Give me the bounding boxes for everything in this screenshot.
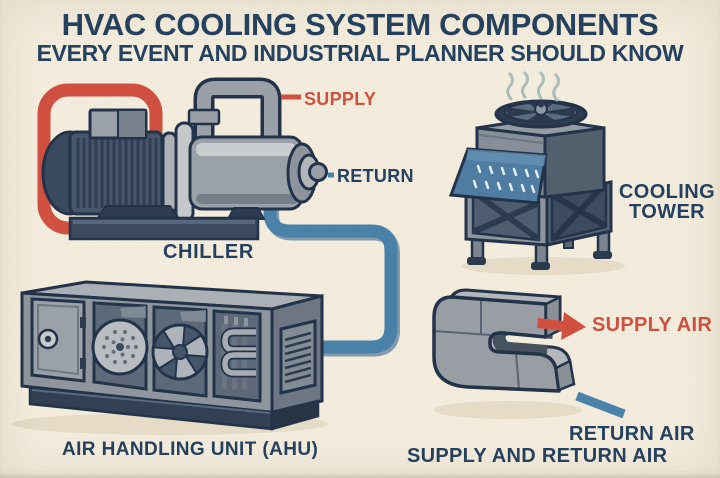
tower-fill-panel — [448, 147, 548, 205]
tower-fan-icon — [494, 99, 588, 129]
return-air-label: RETURN AIR — [569, 423, 695, 445]
return-label: RETURN — [337, 166, 414, 186]
page-subtitle: EVERY EVENT AND INDUSTRIAL PLANNER SHOUL… — [36, 40, 684, 66]
cooling-tower-label: COOLING TOWER — [618, 181, 716, 224]
ahu-door — [30, 297, 86, 383]
return-air-line — [575, 391, 626, 419]
cooling-tower-illustration — [448, 71, 625, 275]
ahu-coil-section — [212, 309, 262, 403]
page-title: HVAC COOLING SYSTEM COMPONENTS — [61, 7, 659, 42]
ahu-illustration — [12, 280, 328, 435]
chiller-top-pipe — [187, 77, 282, 160]
supply-air-arrow-icon — [537, 312, 586, 340]
chiller-label: CHILLER — [163, 241, 254, 263]
chiller-illustration — [37, 77, 400, 357]
ahu-filter-section — [91, 301, 149, 391]
ahu-fan-section — [151, 305, 209, 398]
supply-air-label: SUPPLY AIR — [592, 314, 713, 336]
steam-icon — [506, 71, 560, 102]
supply-and-return-air-label: SUPPLY AND RETURN AIR — [407, 445, 668, 467]
ahu-grille-icon — [279, 319, 317, 395]
ahu-label: AIR HANDLING UNIT (AHU) — [62, 439, 319, 460]
duct-illustration — [432, 288, 626, 419]
chilled-water-pipe — [263, 192, 400, 357]
duct-shadow — [434, 401, 582, 419]
supply-label: SUPPLY — [304, 89, 377, 109]
chiller-pump-body — [41, 108, 328, 241]
ahu-fan-icon — [152, 324, 208, 380]
